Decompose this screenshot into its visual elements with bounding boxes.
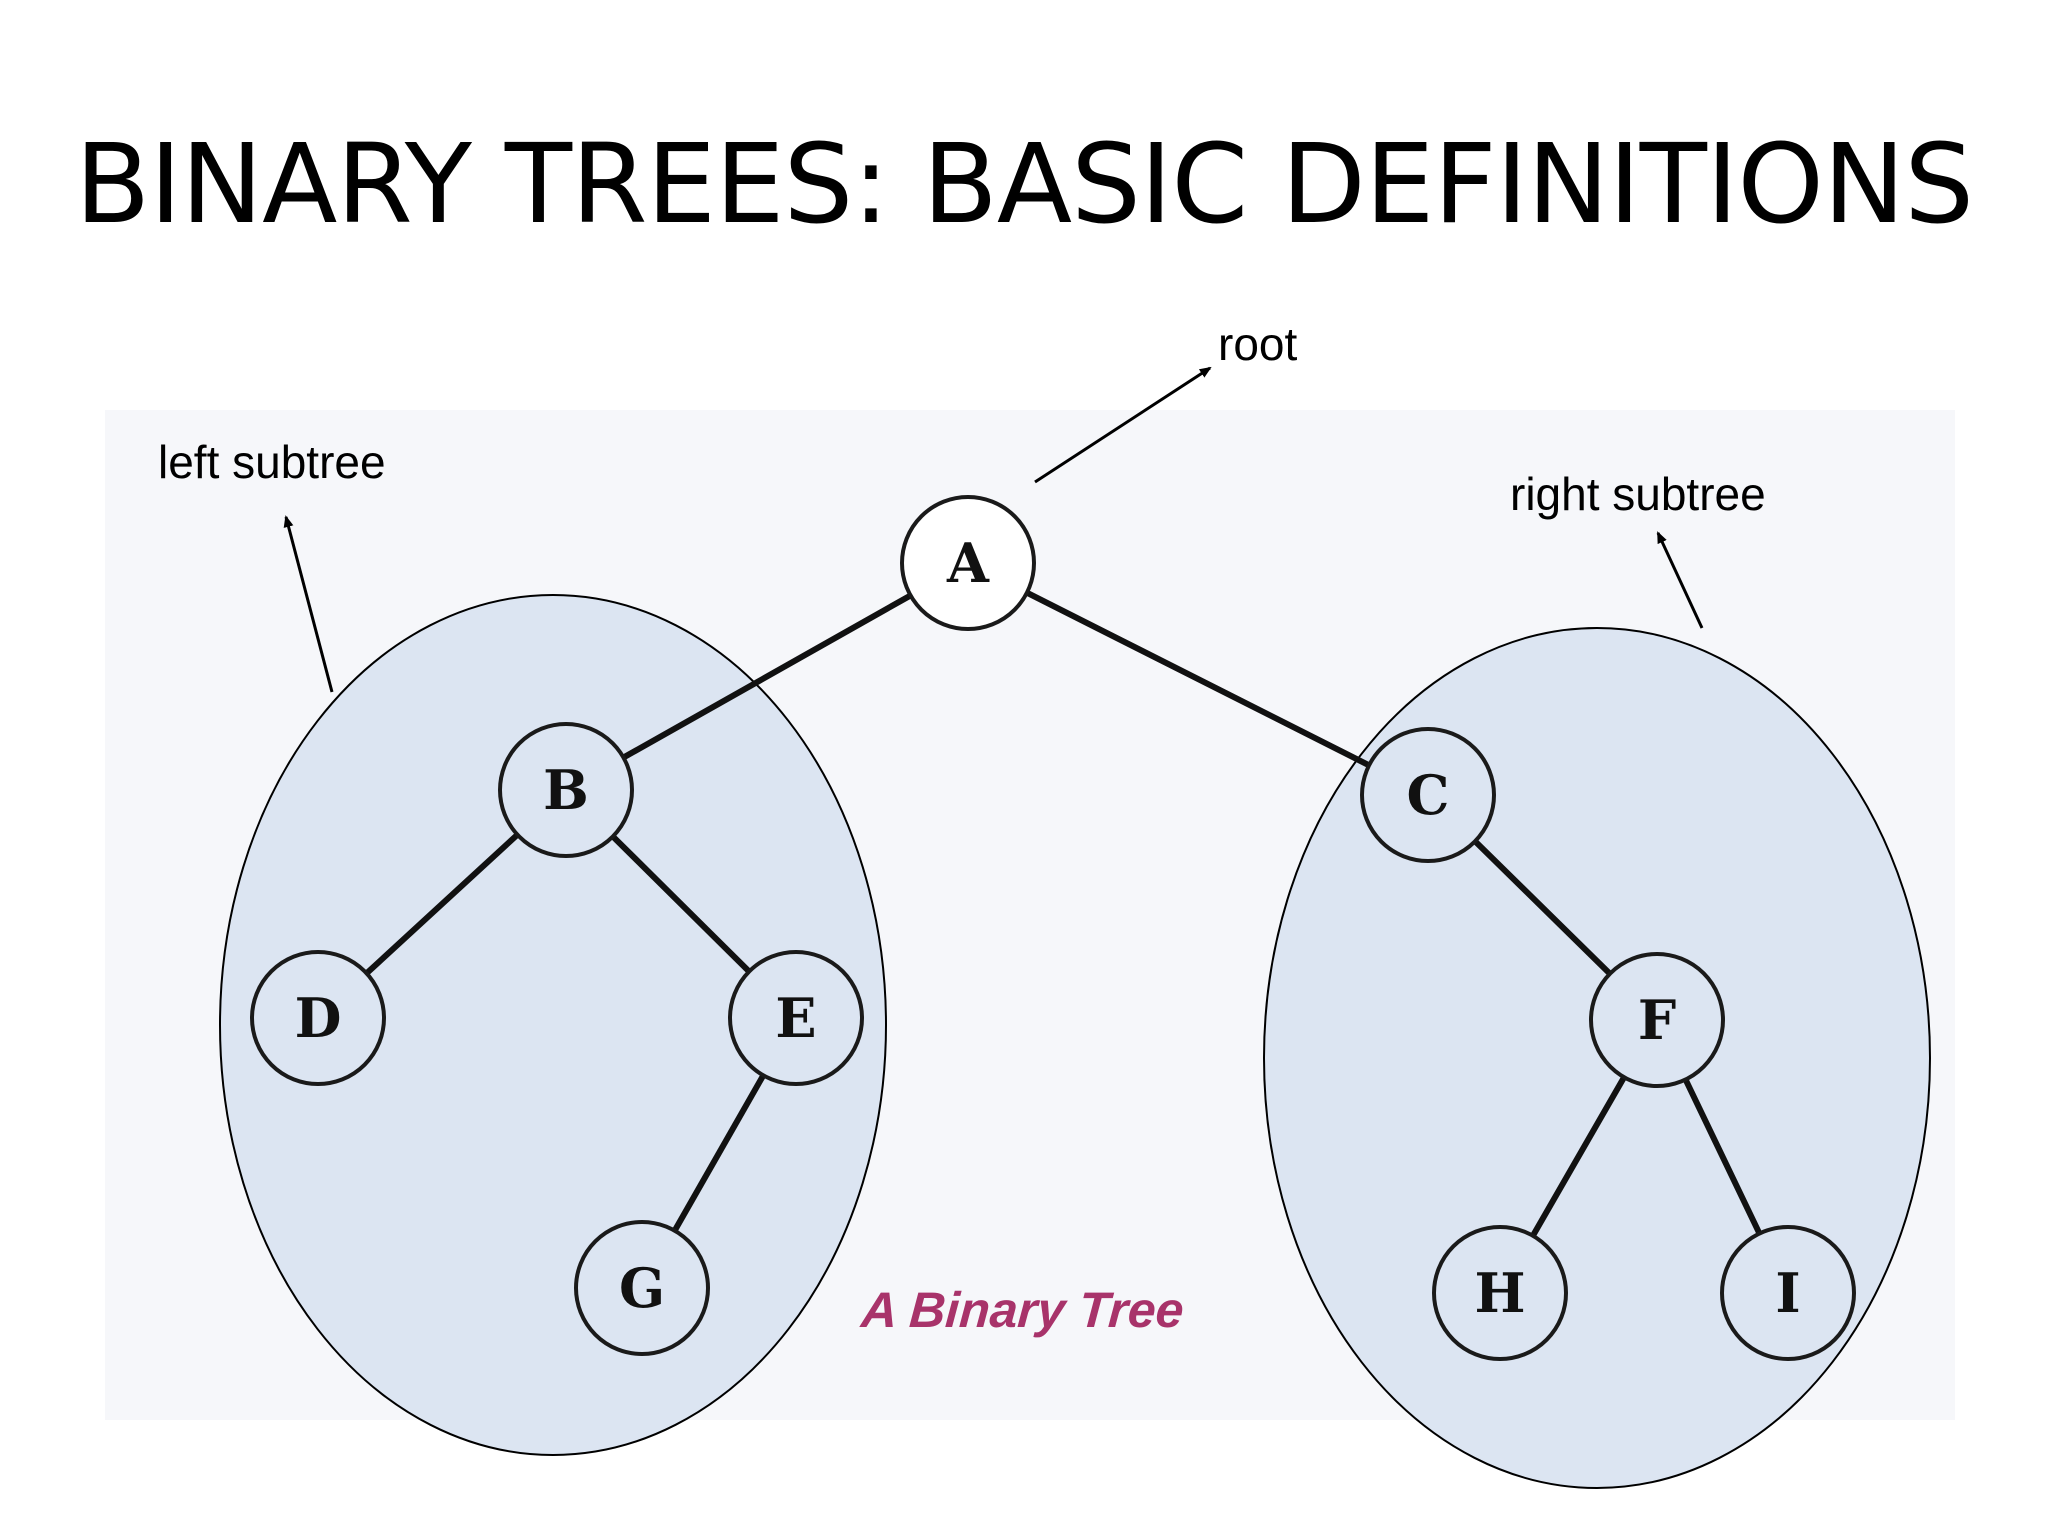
node-e: E (728, 950, 864, 1086)
edge-b-e (610, 834, 752, 974)
node-circle-h (1432, 1225, 1568, 1361)
node-c: C (1360, 727, 1496, 863)
root-arrow (1034, 366, 1212, 484)
slide-title: BINARY TREES: BASIC DEFINITIONS (74, 120, 1974, 248)
edge-e-g (672, 1073, 766, 1233)
node-circle-d (250, 950, 386, 1086)
node-circle-a (900, 495, 1036, 631)
left-subtree-ellipse (219, 594, 887, 1456)
right-subtree-arrow (1656, 531, 1704, 629)
edges-layer (364, 590, 1763, 1238)
node-b: B (498, 722, 634, 858)
node-d: D (250, 950, 386, 1086)
node-circle-b (498, 722, 634, 858)
node-label-c: C (1407, 763, 1450, 827)
node-f: F (1589, 952, 1725, 1088)
node-label-a: A (946, 531, 990, 595)
right-subtree-ellipse (1263, 627, 1931, 1489)
node-circle-e (728, 950, 864, 1086)
edge-a-b (621, 592, 913, 761)
node-circle-c (1360, 727, 1496, 863)
edge-b-d (364, 832, 520, 976)
node-label-d: D (295, 986, 342, 1050)
node-circle-g (574, 1220, 710, 1356)
node-circle-i (1720, 1225, 1856, 1361)
node-h: H (1432, 1225, 1568, 1361)
node-label-g: G (619, 1256, 665, 1320)
node-a: A (900, 495, 1036, 631)
node-label-f: F (1638, 988, 1676, 1052)
right-subtree-label: right subtree (1510, 468, 1766, 520)
node-circle-f (1589, 952, 1725, 1088)
node-label-i: I (1775, 1261, 1800, 1325)
node-label-b: B (543, 758, 589, 822)
nodes-layer: A B C D E F G H I (250, 495, 1856, 1361)
node-label-h: H (1474, 1261, 1525, 1325)
node-i: I (1720, 1225, 1856, 1361)
node-g: G (574, 1220, 710, 1356)
edge-f-i (1682, 1078, 1763, 1235)
left-subtree-label: left subtree (158, 436, 386, 488)
root-label: root (1218, 318, 1297, 370)
edge-c-f (1472, 839, 1613, 976)
edge-a-c (1025, 590, 1371, 768)
edge-f-h (1530, 1075, 1627, 1238)
node-label-e: E (775, 986, 816, 1050)
diagram-caption: A Binary Tree (857, 1282, 1185, 1338)
left-subtree-arrow (283, 515, 334, 693)
